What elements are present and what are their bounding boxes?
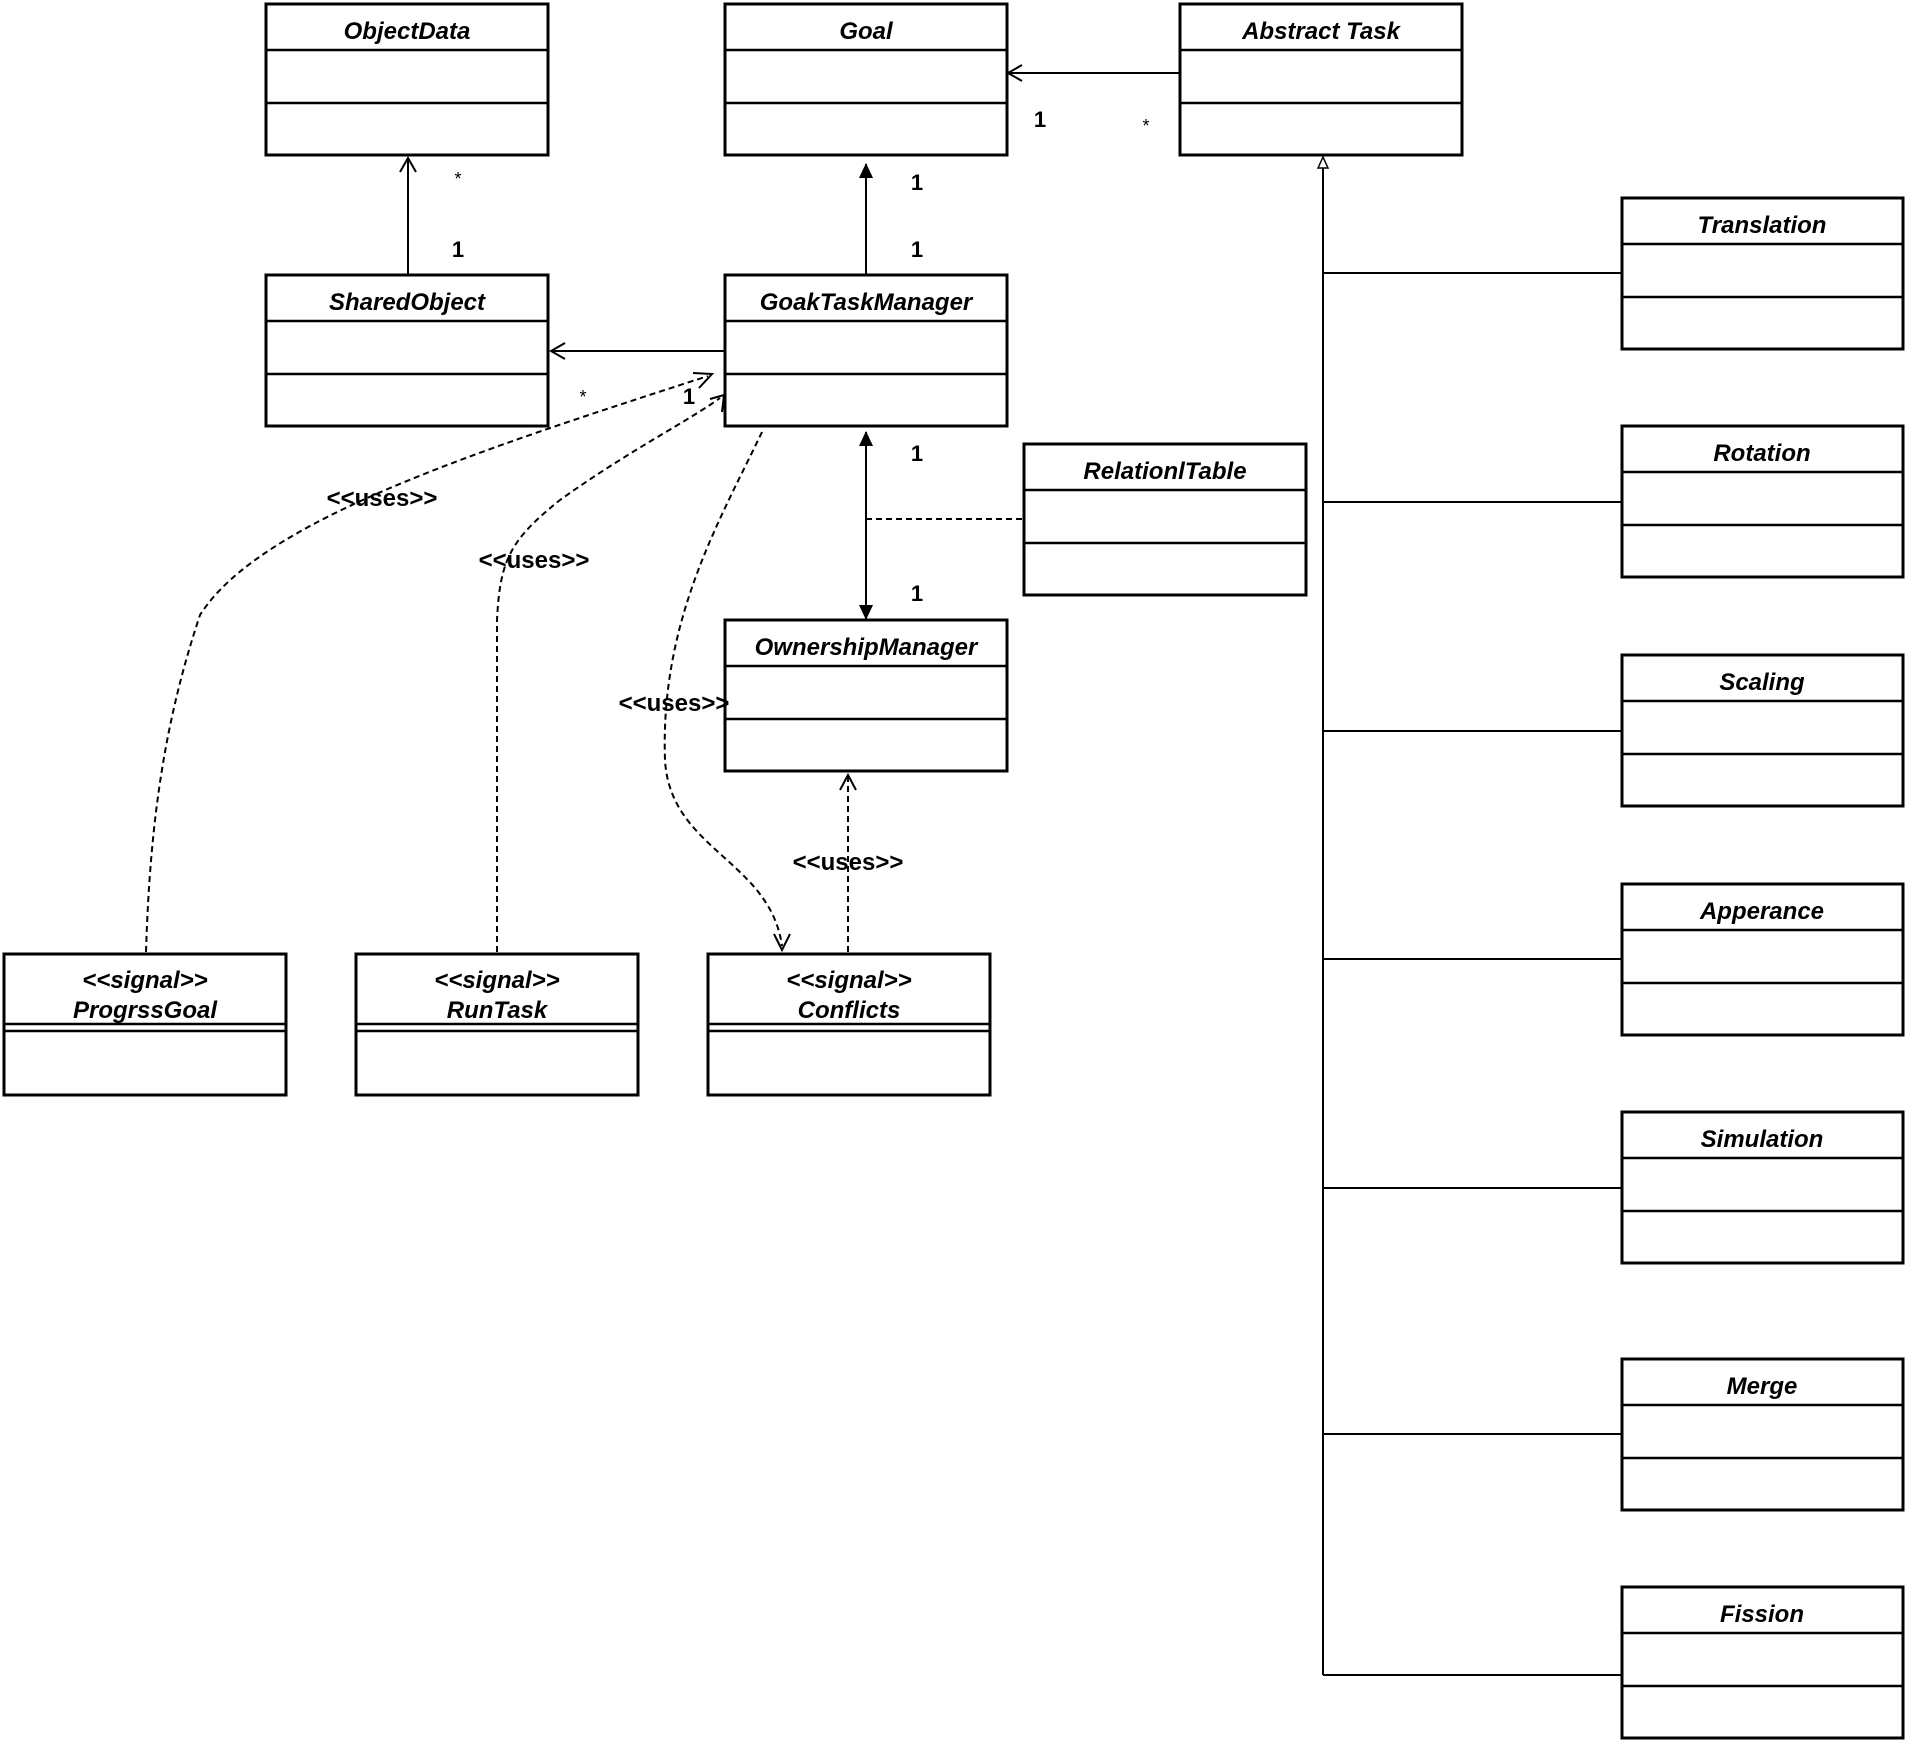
dependency-progressgoal [145,372,715,953]
multiplicity-manager-to-ownership: 1 [911,441,923,466]
class-name: SharedObject [329,289,486,316]
class-name: Fission [1720,1601,1804,1628]
multiplicity-sharedobject-one: 1 [452,237,464,262]
uses-label-ownership: <<uses>> [793,849,904,876]
multiplicity-abstracttask-many: * [1142,116,1149,136]
signal-name: Conflicts [798,997,901,1024]
multiplicity-sharedobject-many: * [579,387,586,407]
generalization-abstract-task [1316,155,1622,1676]
class-name: ObjectData [344,18,471,45]
association-goaltaskmanager-ownershipmanager [859,431,873,620]
signal-stereotype: <<signal>> [82,967,207,994]
class-merge[interactable]: Merge [1620,1357,1905,1512]
association-goaltaskmanager-sharedobject [548,342,726,360]
multiplicity-manager-to-shared: 1 [683,384,695,409]
dependency-ownership [839,772,857,952]
uses-label-conflicts: <<uses>> [619,690,730,717]
class-goal[interactable]: Goal [723,2,1009,157]
class-name: Translation [1698,212,1827,239]
class-object-data[interactable]: ObjectData [264,2,550,157]
signal-name: RunTask [447,997,549,1024]
signal-stereotype: <<signal>> [786,967,911,994]
class-scaling[interactable]: Scaling [1620,653,1905,808]
class-abstract-task[interactable]: Abstract Task [1178,2,1464,157]
signal-stereotype: <<signal>> [434,967,559,994]
class-name: Goal [839,18,894,45]
class-shared-object[interactable]: SharedObject [264,273,550,428]
class-appearance[interactable]: Apperance [1620,882,1905,1037]
class-goal-task-manager[interactable]: GoakTaskManager [723,273,1009,428]
uses-label-runtask: <<uses>> [479,547,590,574]
multiplicity-objectdata-many: * [454,169,461,189]
dependency-runtask [496,393,726,952]
class-name: Abstract Task [1241,18,1401,45]
multiplicity-manager-to-goal: 1 [911,237,923,262]
class-name: Rotation [1713,440,1810,467]
association-abstracttask-goal [1005,64,1180,82]
class-name: RelationlTable [1083,458,1246,485]
multiplicity-goal-from-manager: 1 [911,170,923,195]
class-ownership-manager[interactable]: OwnershipManager [723,618,1009,773]
class-relation-table[interactable]: RelationlTable [1022,442,1308,597]
multiplicity-ownership-to-manager: 1 [911,581,923,606]
class-name: Scaling [1719,669,1805,696]
association-goaltaskmanager-goal [859,163,873,275]
dependency-conflicts [663,431,791,953]
signal-name: ProgrssGoal [73,997,218,1024]
class-translation[interactable]: Translation [1620,196,1905,351]
uses-label-progressgoal: <<uses>> [327,485,438,512]
class-name: Simulation [1701,1126,1824,1153]
class-fission[interactable]: Fission [1620,1585,1905,1740]
association-sharedobject-objectdata [399,155,417,275]
class-rotation[interactable]: Rotation [1620,424,1905,579]
signal-run-task[interactable]: <<signal>> RunTask [354,952,640,1097]
multiplicity-goal-one: 1 [1034,107,1046,132]
signal-conflicts[interactable]: <<signal>> Conflicts [706,952,992,1097]
class-name: Apperance [1699,898,1824,925]
class-name: OwnershipManager [755,634,979,661]
class-name: Merge [1727,1373,1798,1400]
signal-progress-goal[interactable]: <<signal>> ProgrssGoal [2,952,288,1097]
class-simulation[interactable]: Simulation [1620,1110,1905,1265]
class-name: GoakTaskManager [760,289,974,316]
